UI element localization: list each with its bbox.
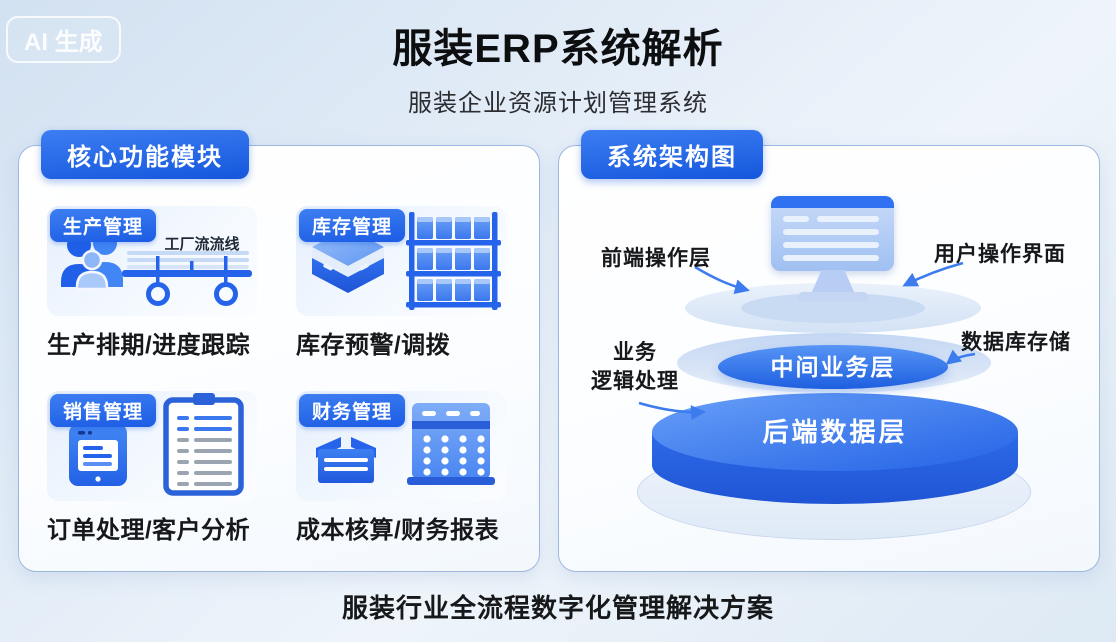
finance-badge: 财务管理 xyxy=(299,394,406,427)
architecture-header-badge: 系统架构图 xyxy=(581,130,763,179)
module-sales-card: 销售管理 xyxy=(47,391,257,501)
monitor-titlebar xyxy=(771,196,894,208)
monitor-line xyxy=(783,216,809,222)
sales-caption: 订单处理/客户分析 xyxy=(47,517,251,544)
monitor-base xyxy=(798,292,868,302)
module-finance-card: 财务管理 xyxy=(296,391,506,501)
module-inventory-card: 库存管理 xyxy=(296,206,506,316)
finance-caption: 成本核算/财务报表 xyxy=(296,517,500,544)
module-production-card: 生产管理 工厂流流线 xyxy=(47,206,257,316)
monitor-line xyxy=(783,255,879,261)
monitor-line xyxy=(783,242,879,248)
architecture-diagram: 后端数据层 中间业务层 xyxy=(559,146,1099,571)
monitor-line xyxy=(783,229,879,235)
callout-business-logic: 业务 逻辑处理 xyxy=(579,338,691,396)
backend-layer-label: 后端数据层 xyxy=(762,417,908,447)
core-modules-panel: 核心功能模块 生产管理 工厂流流线 xyxy=(18,130,540,572)
ai-generated-badge: AI 生成 xyxy=(6,16,121,63)
conveyor-label: 工厂流流线 xyxy=(164,236,240,253)
production-caption: 生产排期/进度跟踪 xyxy=(47,332,251,359)
module-sales: 销售管理 xyxy=(47,391,259,545)
callout-front-layer: 前端操作层 xyxy=(601,247,711,270)
page-title: 服装ERP系统解析 xyxy=(392,27,724,71)
callout-user-interface: 用户操作界面 xyxy=(934,243,1066,266)
page-header: 服装ERP系统解析 服装企业资源计划管理系统 xyxy=(0,16,1116,118)
backend-layer-cylinder xyxy=(652,393,1018,504)
cashbox-and-calculator-icon xyxy=(316,403,495,485)
computer-monitor-icon xyxy=(771,196,894,271)
module-production: 生产管理 工厂流流线 生产排期/进度 xyxy=(47,206,259,360)
module-inventory: 库存管理 xyxy=(296,206,508,360)
tablet-and-clipboard-icon xyxy=(69,393,244,496)
page-subtitle: 服装企业资源计划管理系统 xyxy=(408,90,708,117)
module-finance: 财务管理 xyxy=(296,391,508,545)
core-modules-header-badge: 核心功能模块 xyxy=(41,130,249,179)
sales-badge: 销售管理 xyxy=(50,394,157,427)
middle-layer-label: 中间业务层 xyxy=(718,345,948,389)
callout-database-storage: 数据库存储 xyxy=(961,331,1071,354)
footer-slogan: 服装行业全流程数字化管理解决方案 xyxy=(341,593,774,623)
inventory-badge: 库存管理 xyxy=(299,209,406,242)
inventory-caption: 库存预警/调拨 xyxy=(296,332,451,359)
stacked-boxes-and-shelf-icon xyxy=(312,212,501,310)
callout-business-logic-line2: 逻辑处理 xyxy=(591,370,679,393)
architecture-panel: 系统架构图 后端数据层 中间业务层 xyxy=(558,130,1100,572)
callout-arrows xyxy=(638,261,976,421)
callout-business-logic-line1: 业务 xyxy=(613,341,657,364)
monitor-line xyxy=(817,216,879,222)
production-badge: 生产管理 xyxy=(50,209,157,242)
